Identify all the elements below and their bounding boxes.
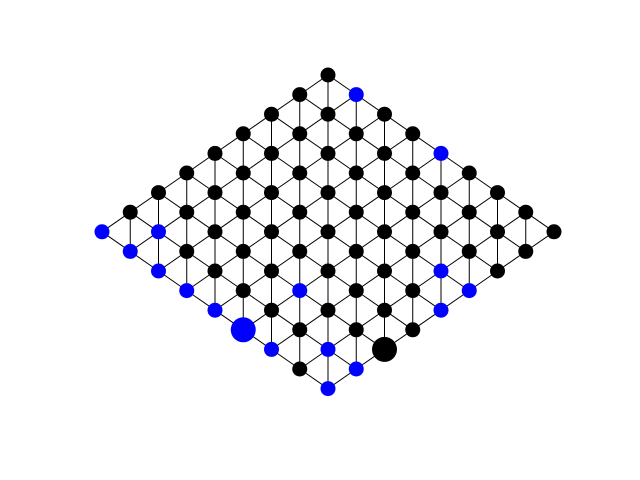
highlighted-blue-node: [230, 317, 256, 343]
black-node: [348, 165, 364, 181]
black-node: [405, 243, 421, 259]
black-node: [490, 185, 505, 201]
black-node: [207, 145, 223, 161]
highlighted-black-node: [372, 336, 397, 362]
black-node: [377, 145, 392, 161]
black-node: [405, 126, 421, 142]
black-node: [292, 361, 308, 377]
black-node: [292, 204, 308, 220]
blue-node: [433, 263, 449, 279]
black-node: [179, 204, 195, 220]
black-node: [320, 185, 336, 201]
blue-node: [94, 224, 110, 240]
black-node: [292, 126, 308, 142]
black-node: [264, 145, 279, 161]
black-node: [377, 106, 392, 122]
black-node: [377, 263, 392, 279]
black-node: [264, 302, 279, 318]
black-node: [348, 283, 364, 299]
black-node: [405, 322, 421, 338]
black-node: [490, 224, 505, 240]
black-node: [179, 165, 195, 181]
black-node: [264, 263, 279, 279]
black-node: [235, 126, 251, 142]
black-node: [518, 204, 534, 220]
black-node: [377, 224, 392, 240]
blue-node: [264, 341, 279, 357]
blue-node: [348, 361, 364, 377]
black-node: [433, 224, 449, 240]
black-node: [348, 204, 364, 220]
black-node: [320, 224, 336, 240]
blue-node: [433, 302, 449, 318]
black-node: [546, 224, 562, 240]
black-node: [348, 322, 364, 338]
black-node: [320, 67, 336, 83]
black-node: [320, 302, 336, 318]
black-node: [122, 204, 138, 220]
black-node: [179, 243, 195, 259]
black-node: [207, 263, 223, 279]
blue-node: [292, 283, 308, 299]
black-node: [264, 224, 279, 240]
black-node: [207, 224, 223, 240]
black-node: [235, 243, 251, 259]
black-node: [320, 145, 336, 161]
black-node: [461, 165, 477, 181]
black-node: [264, 185, 279, 201]
blue-node: [151, 224, 166, 240]
black-node: [377, 185, 392, 201]
black-node: [235, 283, 251, 299]
black-node: [292, 322, 308, 338]
black-node: [348, 243, 364, 259]
blue-node: [207, 302, 223, 318]
black-node: [151, 185, 166, 201]
blue-node: [433, 145, 449, 161]
black-node: [207, 185, 223, 201]
black-node: [235, 204, 251, 220]
blue-node: [320, 381, 336, 397]
blue-node: [348, 87, 364, 103]
black-node: [405, 204, 421, 220]
black-node: [292, 165, 308, 181]
blue-node: [151, 263, 166, 279]
black-node: [292, 87, 308, 103]
blue-node: [461, 283, 477, 299]
black-node: [461, 243, 477, 259]
black-node: [405, 283, 421, 299]
black-node: [264, 106, 279, 122]
nodes: [94, 67, 562, 397]
black-node: [320, 263, 336, 279]
black-node: [348, 126, 364, 142]
black-node: [518, 243, 534, 259]
black-node: [461, 204, 477, 220]
black-node: [405, 165, 421, 181]
blue-node: [179, 283, 195, 299]
black-node: [490, 263, 505, 279]
black-node: [433, 185, 449, 201]
black-node: [320, 106, 336, 122]
blue-node: [122, 243, 138, 259]
black-node: [292, 243, 308, 259]
black-node: [377, 302, 392, 318]
blue-node: [320, 341, 336, 357]
black-node: [235, 165, 251, 181]
